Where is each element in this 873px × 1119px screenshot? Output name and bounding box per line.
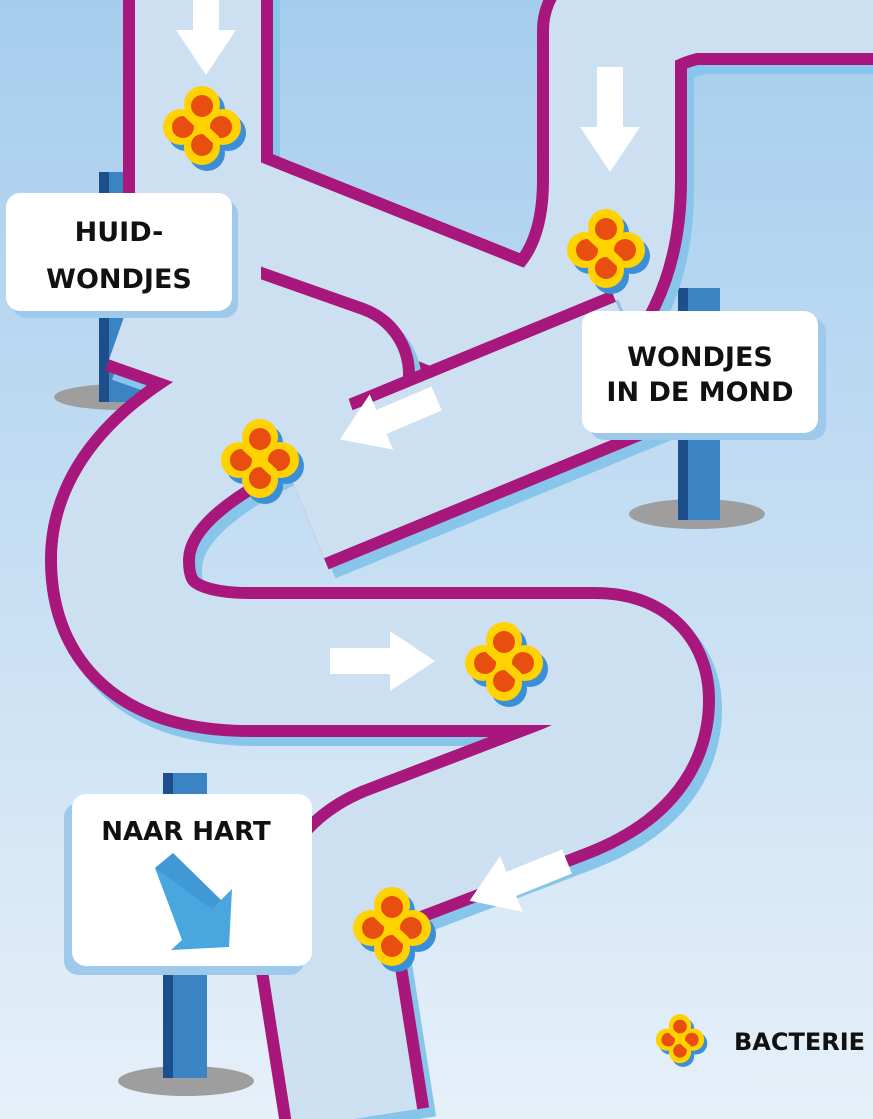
sign-to-heart: NAAR HART (64, 794, 312, 975)
legend-label: BACTERIE (734, 1028, 865, 1056)
sign-skin-wounds-line1: HUID- (75, 217, 164, 248)
sign-mouth-wounds: WONDJES IN DE MOND (582, 311, 826, 440)
post-shadow (118, 1066, 254, 1096)
sign-mouth-wounds-line2: IN DE MOND (606, 377, 793, 408)
sign-skin-wounds: HUID- WONDJES (6, 193, 238, 318)
sign-to-heart-label: NAAR HART (101, 817, 271, 847)
legend: BACTERIE (656, 1014, 865, 1067)
sign-skin-wounds-line2: WONDJES (46, 264, 192, 295)
pointer-arrow-icon (155, 853, 232, 950)
sign-mouth-wounds-line1: WONDJES (627, 342, 773, 373)
